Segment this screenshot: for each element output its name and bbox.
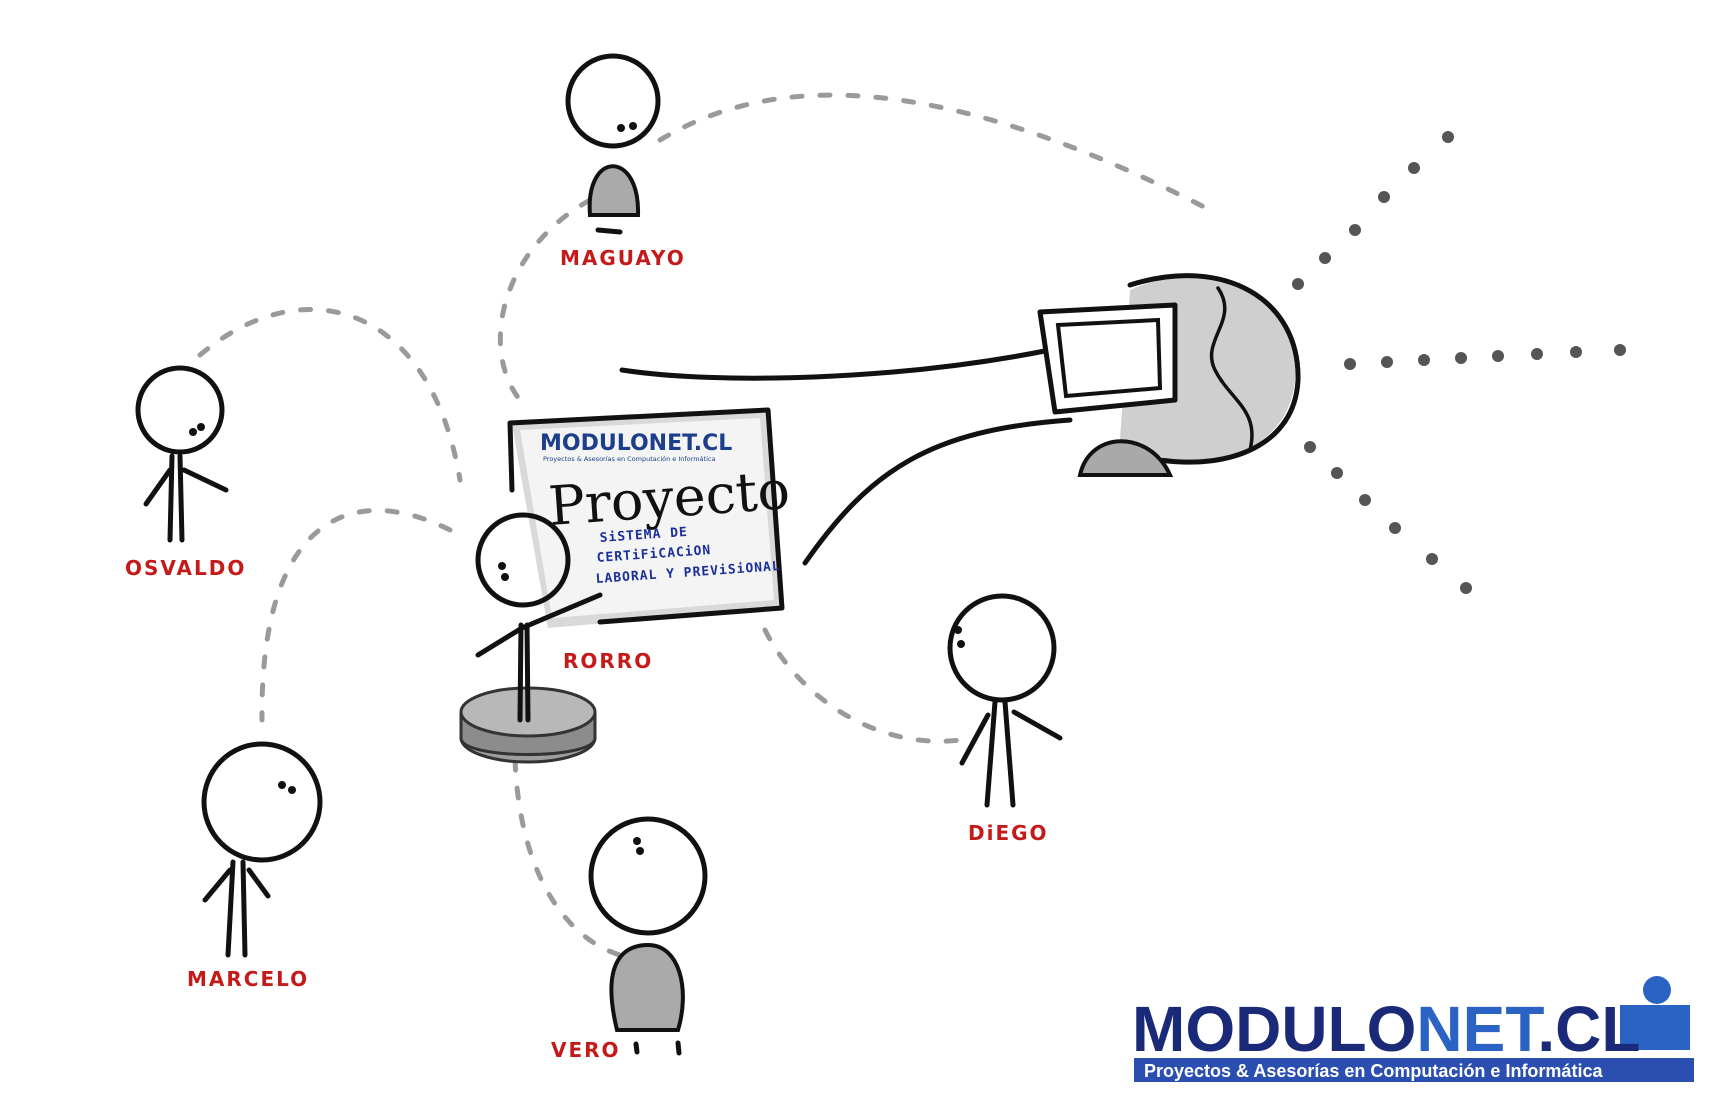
connector-maguayo-globe bbox=[657, 92, 1213, 213]
label-marcelo: MARCELO bbox=[187, 967, 309, 991]
connector-rorro-marcelo bbox=[259, 508, 453, 723]
person-maguayo bbox=[565, 53, 661, 235]
modulonet-logo: MODULONET.CL Proyectos & Asesorías en Co… bbox=[1132, 976, 1694, 1082]
connector-osvaldo-rorro bbox=[197, 307, 463, 483]
label-maguayo: MAGUAYO bbox=[560, 246, 686, 270]
computer-icon bbox=[1037, 302, 1178, 477]
logo-tagline: Proyectos & Asesorías en Computación e I… bbox=[1144, 1061, 1603, 1081]
person-marcelo bbox=[201, 741, 323, 958]
label-vero: VERO bbox=[551, 1038, 621, 1062]
connector-board-diego bbox=[762, 627, 963, 744]
connector-maguayo-board bbox=[498, 197, 593, 403]
board-logo: MODULONET.CL bbox=[540, 431, 732, 456]
connector-rorro-vero bbox=[512, 757, 623, 958]
person-diego bbox=[947, 593, 1063, 808]
board-line-1: SiSTEMA DE bbox=[599, 525, 688, 546]
label-osvaldo: OSVALDO bbox=[125, 556, 246, 580]
person-rorro bbox=[459, 512, 603, 764]
connection-cable bbox=[619, 347, 1073, 566]
connector-lines bbox=[197, 92, 1213, 958]
label-diego: DiEGO bbox=[968, 821, 1049, 845]
presentation-board: MODULONET.CL Proyectos & Asesorías en Co… bbox=[507, 407, 792, 628]
board-logo-tagline: Proyectos & Asesorías en Computación e I… bbox=[543, 455, 715, 463]
logo-cl: .CL bbox=[1537, 993, 1640, 1065]
svg-text:MODULONET.CL: MODULONET.CL bbox=[1132, 993, 1640, 1065]
person-osvaldo bbox=[135, 365, 229, 543]
logo-net: NET bbox=[1416, 993, 1544, 1065]
radiating-dots bbox=[1292, 131, 1626, 594]
person-vero bbox=[588, 816, 708, 1056]
logo-modulo: MODULO bbox=[1132, 993, 1416, 1065]
label-rorro: RORRO bbox=[563, 649, 653, 673]
